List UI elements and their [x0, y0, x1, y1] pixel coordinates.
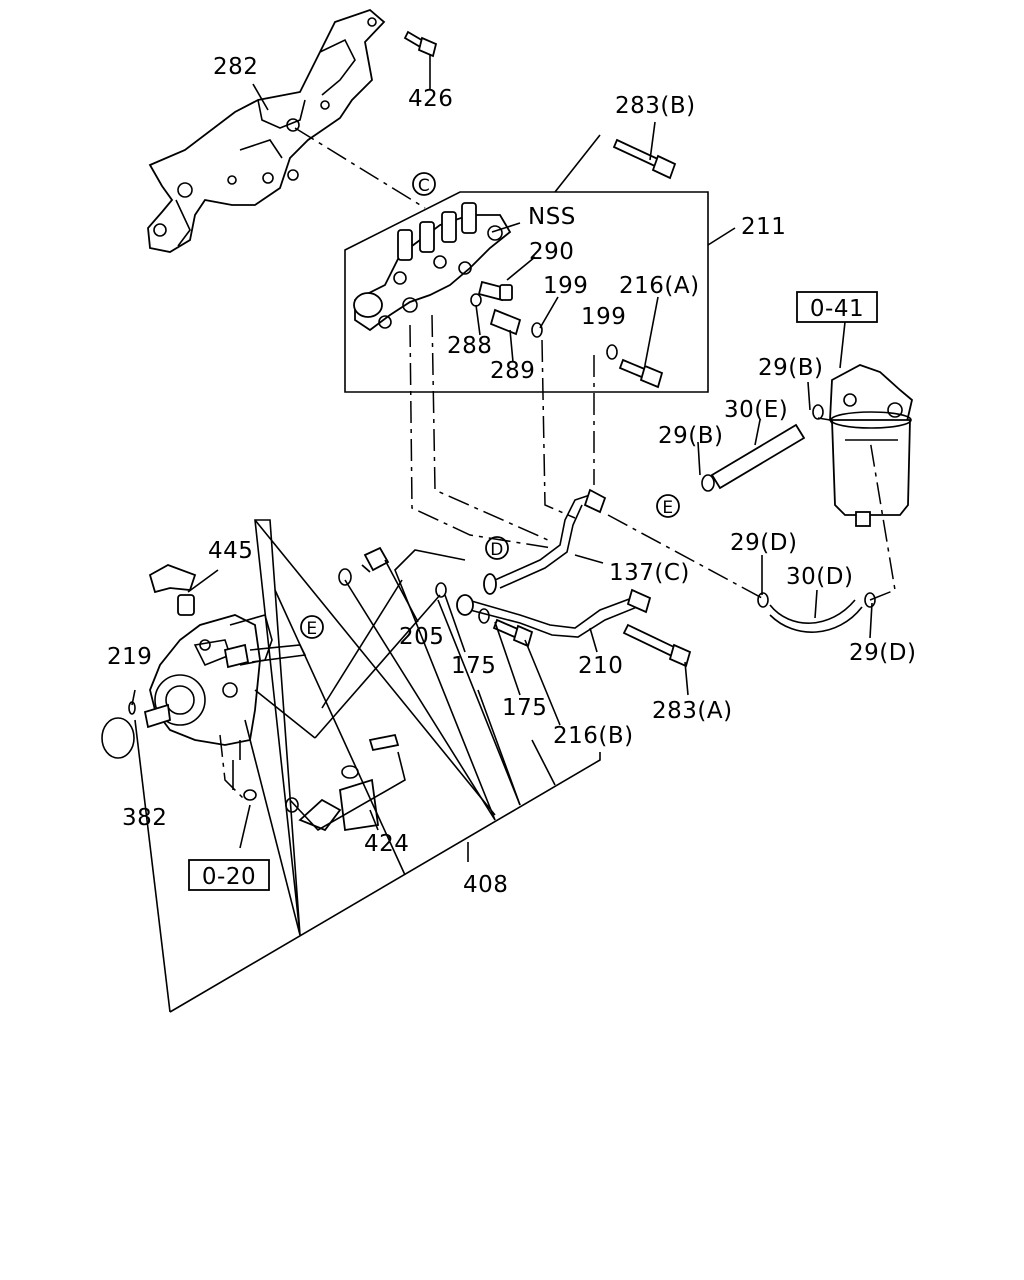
label-445: 445 [208, 538, 253, 564]
connector-e-right-text: E [662, 498, 673, 518]
fuel-filter [829, 364, 914, 527]
label-29b-left: 29(B) [658, 423, 724, 449]
label-137c: 137(C) [609, 560, 690, 586]
label-426: 426 [408, 86, 453, 112]
label-30e: 30(E) [724, 397, 788, 423]
bracket-282 [147, 8, 386, 253]
hose-30e [701, 404, 824, 492]
label-210: 210 [578, 653, 623, 679]
label-216b: 216(B) [553, 723, 634, 749]
connector-c: C [412, 172, 436, 196]
label-205: 205 [399, 624, 444, 650]
group-lines-408 [134, 519, 601, 1013]
alignment-lines [219, 127, 896, 801]
label-290: 290 [529, 239, 574, 265]
small-parts [338, 546, 692, 668]
label-219: 219 [107, 644, 152, 670]
label-30d: 30(D) [786, 564, 853, 590]
ref-0-41-text: 0-41 [810, 296, 864, 322]
label-199b: 199 [581, 304, 626, 330]
label-382: 382 [122, 805, 167, 831]
connector-e-left: E [300, 615, 324, 639]
label-288: 288 [447, 333, 492, 359]
label-282: 282 [213, 54, 258, 80]
part-labels: 282 426 283(B) 211 NSS 290 199 216(A) 19… [107, 54, 916, 898]
connector-c-text: C [418, 176, 430, 196]
label-408: 408 [463, 872, 508, 898]
connector-e-right: E [656, 494, 680, 518]
label-175b: 175 [502, 695, 547, 721]
label-211: 211 [741, 214, 786, 240]
connector-e-left-text: E [306, 619, 317, 639]
connector-d: D [485, 536, 509, 560]
label-424: 424 [364, 831, 409, 857]
fuel-pump [101, 614, 307, 801]
label-283a: 283(A) [652, 698, 733, 724]
pipes [456, 488, 652, 638]
hose-30d [757, 592, 876, 633]
fuel-rail-assembly [344, 191, 709, 393]
ref-box-0-41: 0-41 [796, 291, 878, 323]
label-216a: 216(A) [619, 273, 700, 299]
label-283b: 283(B) [615, 93, 696, 119]
bolt-283b [612, 138, 677, 180]
connector-d-text: D [490, 540, 504, 560]
label-175a: 175 [451, 653, 496, 679]
ref-box-0-20: 0-20 [188, 859, 270, 891]
leader-lines [131, 55, 873, 849]
label-29b-top: 29(B) [758, 355, 824, 381]
bolt-426 [403, 30, 438, 58]
label-29d-bot: 29(D) [849, 640, 916, 666]
fitting-445 [148, 564, 197, 616]
label-29d-top: 29(D) [730, 530, 797, 556]
label-289: 289 [490, 358, 535, 384]
label-199a: 199 [543, 273, 588, 299]
label-nss: NSS [528, 204, 576, 230]
ref-0-20-text: 0-20 [202, 864, 256, 890]
